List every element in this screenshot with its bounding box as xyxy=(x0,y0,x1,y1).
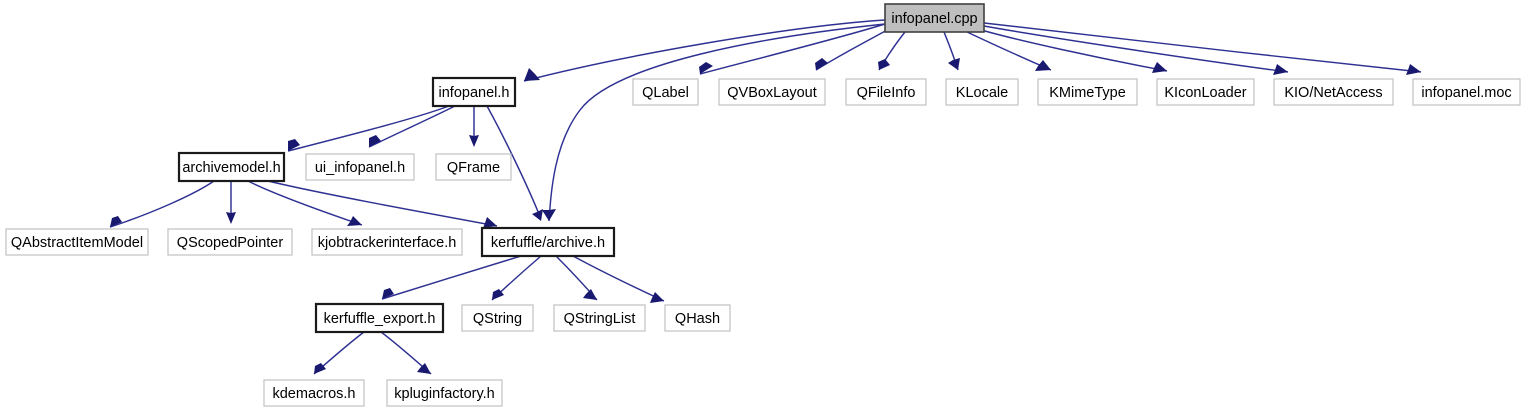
edge-infopanel_cpp-to-qvboxlayout xyxy=(815,28,890,71)
node-box-qabstractitemmodel[interactable] xyxy=(5,228,149,256)
arrowhead-icon-qhash xyxy=(650,292,664,303)
graph-node-infopanel_moc[interactable]: infopanel.moc xyxy=(1412,78,1521,106)
arrowhead-icon-qlabel xyxy=(699,62,713,74)
node-box-klocale[interactable] xyxy=(945,78,1019,106)
node-box-kiconloader[interactable] xyxy=(1156,78,1255,106)
node-box-infopanel_h[interactable] xyxy=(431,76,517,108)
node-box-qfileinfo[interactable] xyxy=(845,78,927,106)
node-box-qframe[interactable] xyxy=(435,153,512,181)
graph-node-kio_netaccess[interactable]: KIO/NetAccess xyxy=(1273,78,1394,106)
edge-archivemodel_h-to-qabstractitemmodel xyxy=(109,180,215,228)
edge-infopanel_cpp-to-kiconloader xyxy=(977,28,1168,72)
arrowhead-icon-klocale xyxy=(948,58,960,70)
graph-node-archivemodel_h[interactable]: archivemodel.h xyxy=(177,151,286,183)
arrowhead-icon-kiconloader xyxy=(1152,62,1167,73)
graph-node-qscopedpointer[interactable]: QScopedPointer xyxy=(167,228,293,256)
edge-infopanel_h-to-ui_infopanel_h xyxy=(368,105,456,148)
node-box-qlabel[interactable] xyxy=(632,78,699,106)
graph-node-kjobtrackerinterface_h[interactable]: kjobtrackerinterface.h xyxy=(311,228,463,256)
arrowhead-icon-kdemacros_h xyxy=(314,363,326,374)
graph-node-kmimetype[interactable]: KMimeType xyxy=(1037,78,1138,106)
graph-node-qabstractitemmodel[interactable]: QAbstractItemModel xyxy=(5,228,149,256)
node-box-qstringlist[interactable] xyxy=(553,304,646,332)
node-box-kpluginfactory_h[interactable] xyxy=(386,379,503,407)
graph-node-infopanel_h[interactable]: infopanel.h xyxy=(431,76,517,108)
arrowhead-icon-qfileinfo xyxy=(878,59,890,70)
graph-node-qstringlist[interactable]: QStringList xyxy=(553,304,646,332)
node-box-qvboxlayout[interactable] xyxy=(718,78,826,106)
edge-infopanel_cpp-to-infopanel_moc xyxy=(983,22,1422,73)
graph-node-qhash[interactable]: QHash xyxy=(664,304,731,332)
graph-node-qlabel[interactable]: QLabel xyxy=(632,78,699,106)
node-box-qscopedpointer[interactable] xyxy=(167,228,293,256)
node-box-infopanel_cpp[interactable] xyxy=(884,3,985,33)
edge-archivemodel_h-to-kerfuffle_archive_h xyxy=(263,179,498,227)
graph-node-qframe[interactable]: QFrame xyxy=(435,153,512,181)
arrowhead-icon-infopanel_moc xyxy=(1406,64,1421,75)
node-box-kmimetype[interactable] xyxy=(1037,78,1138,106)
arrowhead-icon-kerfuffle_export_h xyxy=(382,288,394,299)
arrowhead-icon-kio_netaccess xyxy=(1273,64,1288,75)
node-box-kjobtrackerinterface_h[interactable] xyxy=(311,228,463,256)
node-box-ui_infopanel_h[interactable] xyxy=(305,153,415,181)
node-box-qhash[interactable] xyxy=(664,304,731,332)
arrowhead-icon-kjobtrackerinterface_h xyxy=(347,216,362,226)
graph-node-qvboxlayout[interactable]: QVBoxLayout xyxy=(718,78,826,106)
arrowhead-icon-kerfuffle_archive_h xyxy=(542,209,556,221)
graph-node-ui_infopanel_h[interactable]: ui_infopanel.h xyxy=(305,153,415,181)
arrowhead-icon-archivemodel_h xyxy=(288,139,300,151)
arrowhead-icon-kmimetype xyxy=(1035,60,1051,71)
edges-layer xyxy=(109,19,1422,375)
arrowhead-icon-qframe xyxy=(469,135,479,147)
edge-infopanel_cpp-to-kerfuffle_archive_h xyxy=(548,23,886,222)
arrowhead-icon-qvboxlayout xyxy=(815,58,828,70)
edge-infopanel_h-to-kerfuffle_archive_h xyxy=(486,105,542,220)
edge-infopanel_h-to-archivemodel_h xyxy=(287,105,450,152)
arrowhead-icon-qscopedpointer xyxy=(226,212,236,224)
arrowhead-icon-qabstractitemmodel xyxy=(110,216,122,227)
edge-infopanel_cpp-to-infopanel_h xyxy=(523,19,886,82)
node-box-kio_netaccess[interactable] xyxy=(1273,78,1394,106)
edge-infopanel_cpp-to-qlabel xyxy=(699,23,886,75)
edge-infopanel_cpp-to-kio_netaccess xyxy=(983,25,1289,73)
node-box-kerfuffle_export_h[interactable] xyxy=(314,302,445,334)
graph-node-kiconloader[interactable]: KIconLoader xyxy=(1156,78,1255,106)
arrowhead-icon-infopanel_h xyxy=(524,68,540,81)
nodes-layer: infopanel.cpp infopanel.h QLabel QVBoxLayou… xyxy=(5,3,1521,407)
arrowhead-icon-ui_infopanel_h xyxy=(369,135,381,147)
node-box-archivemodel_h[interactable] xyxy=(177,151,286,183)
graph-node-kerfuffle_export_h[interactable]: kerfuffle_export.h xyxy=(314,302,445,334)
node-box-infopanel_moc[interactable] xyxy=(1412,78,1521,106)
graph-node-klocale[interactable]: KLocale xyxy=(945,78,1019,106)
graph-node-infopanel_cpp[interactable]: infopanel.cpp xyxy=(884,3,985,33)
edge-kerfuffle_archive_h-to-kerfuffle_export_h xyxy=(381,255,522,300)
arrowhead-icon-qstring xyxy=(492,289,504,300)
node-box-qstring[interactable] xyxy=(461,304,534,332)
node-box-kerfuffle_archive_h[interactable] xyxy=(480,226,616,258)
graph-node-kpluginfactory_h[interactable]: kpluginfactory.h xyxy=(386,379,503,407)
graph-node-kerfuffle_archive_h[interactable]: kerfuffle/archive.h xyxy=(480,226,616,258)
arrowhead-icon-kerfuffle_archive_h xyxy=(483,217,497,228)
arrowhead-icon-kpluginfactory_h xyxy=(417,363,431,374)
graph-node-qstring[interactable]: QString xyxy=(461,304,534,332)
arrowhead-icon-kerfuffle_archive_h xyxy=(532,209,543,221)
graph-node-kdemacros_h[interactable]: kdemacros.h xyxy=(263,379,365,407)
arrowhead-icon-qstringlist xyxy=(583,289,597,300)
node-box-kdemacros_h[interactable] xyxy=(263,379,365,407)
graph-node-qfileinfo[interactable]: QFileInfo xyxy=(845,78,927,106)
edge-archivemodel_h-to-kjobtrackerinterface_h xyxy=(247,180,363,226)
